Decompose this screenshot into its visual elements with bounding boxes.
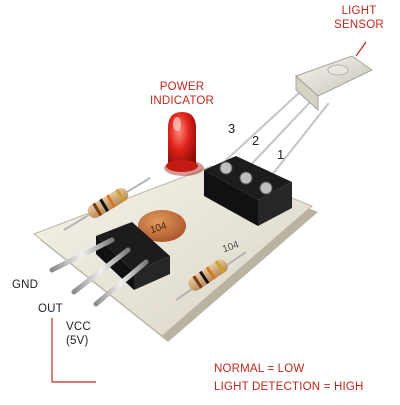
pin-1-label: 1: [277, 147, 285, 162]
sensor-header: [204, 156, 292, 226]
out-label: OUT: [38, 303, 63, 315]
power-indicator-label-line1: POWER: [159, 81, 205, 93]
light-sensor: [295, 55, 373, 112]
light-sensor-leader: [355, 41, 367, 57]
header-pins: [49, 237, 149, 307]
vcc-label: VCC (5V): [66, 320, 91, 348]
pin-2-label: 2: [252, 133, 260, 148]
light-sensor-label-line1: LIGHT: [341, 5, 377, 17]
gnd-label: GND: [12, 279, 39, 291]
capacitor-marking: 104: [149, 220, 169, 236]
vcc-label-line2: (5V): [66, 335, 89, 347]
power-led: [164, 112, 204, 176]
label-leader-lines: [51, 41, 367, 383]
pin-3-label: 3: [228, 121, 236, 136]
resistor-lower: [175, 251, 247, 301]
light-sensor-label-line2: SENSOR: [334, 19, 384, 31]
resistor-upper: [63, 177, 151, 231]
power-indicator-label-line2: INDICATOR: [150, 95, 214, 107]
vcc-label-line1: VCC: [66, 321, 91, 333]
light-sensor-label: LIGHT SENSOR: [322, 4, 396, 32]
sensor-leads: [222, 90, 330, 182]
power-indicator-label: POWER INDICATOR: [134, 80, 230, 108]
normal-state-label: NORMAL = LOW: [214, 363, 305, 375]
light-detection-state-label: LIGHT DETECTION = HIGH: [214, 381, 364, 393]
capacitor: 104: [138, 210, 186, 242]
